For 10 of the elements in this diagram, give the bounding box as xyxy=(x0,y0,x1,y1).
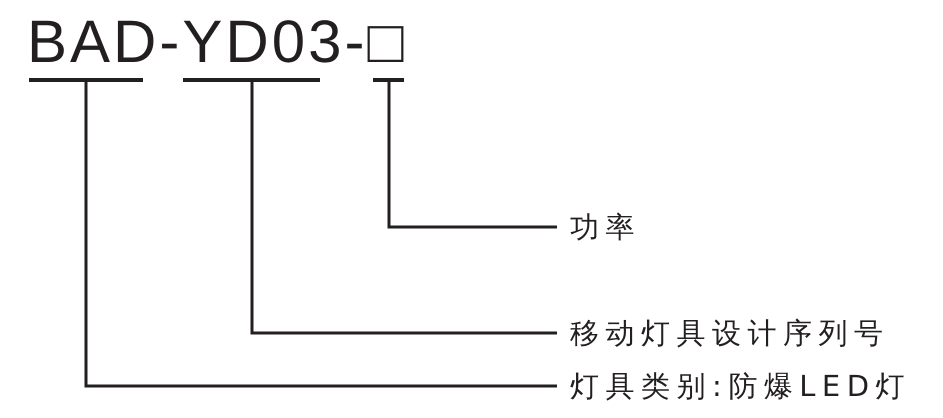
underline-bar xyxy=(373,78,404,82)
segment-description: 灯具类别:防爆LED灯 xyxy=(570,370,912,402)
leader-line xyxy=(84,82,557,388)
leader-line xyxy=(388,82,557,228)
model-code: BAD-YD03-□ xyxy=(27,12,407,72)
underline-bar xyxy=(183,78,320,82)
underline-bar xyxy=(29,78,143,82)
segment-description: 功率 xyxy=(570,211,641,243)
leader-line xyxy=(250,82,557,334)
segment-description: 移动灯具设计序列号 xyxy=(570,317,890,349)
